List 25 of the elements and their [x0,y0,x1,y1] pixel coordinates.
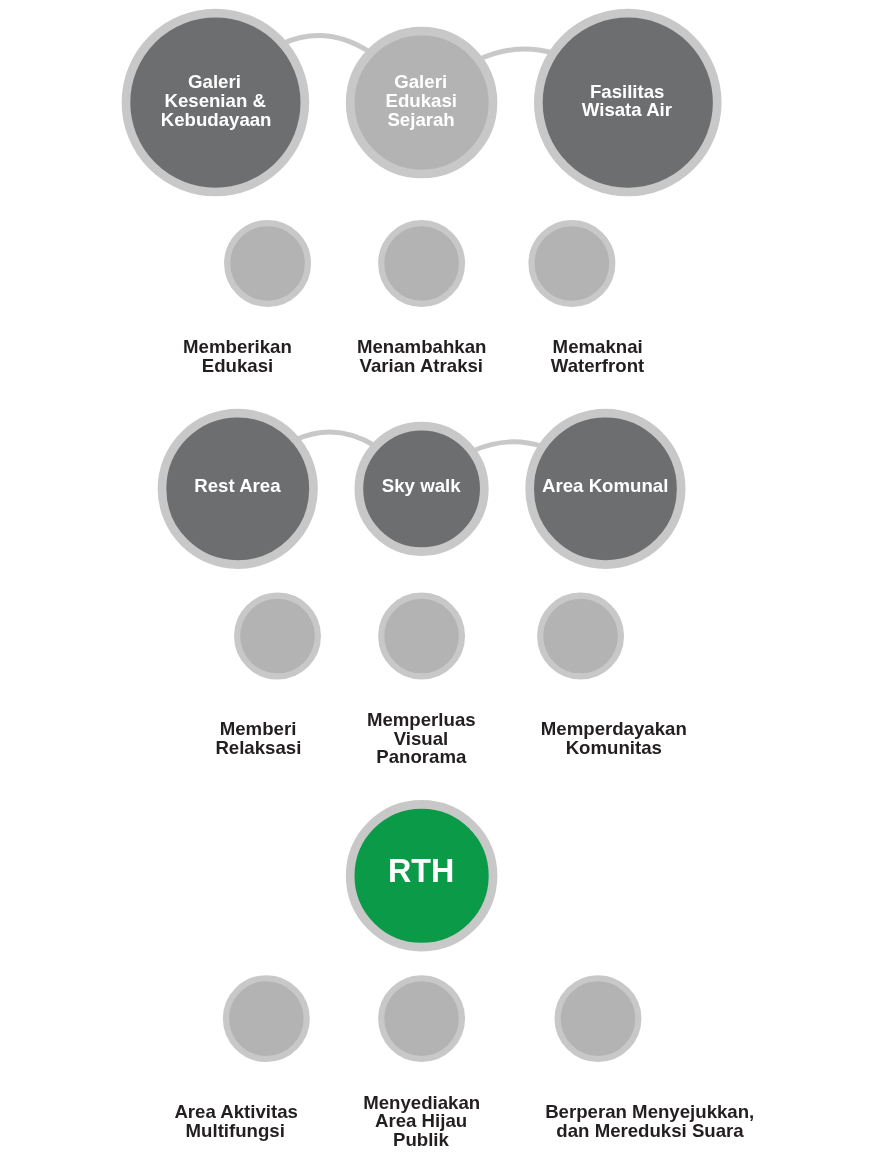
node-label: Memperluas Visual Panorama [366,709,476,768]
node-label: Memberi Relaksasi [214,718,301,759]
node-label: Menyediakan Area Hijau Publik [362,1091,480,1150]
node-circle [377,592,465,680]
node-circle: RTH [345,800,497,952]
node-label: Menambahkan Varian Atraksi [356,336,486,377]
node-circle [233,592,321,680]
node-circle: Sky walk [354,421,489,556]
node-circle: Galeri Kesenian & Kebudayaan [121,8,309,197]
node-circle [377,975,465,1063]
node-circle [377,219,465,307]
node-circle [527,219,615,307]
node-label: Memperdayakan Komunitas [540,718,687,759]
node-label: Memaknai Waterfront [550,336,644,377]
node-circle [223,219,311,307]
node-circle: Area Komunal [524,408,686,569]
node-circle: Rest Area [157,408,318,569]
node-label: Berperan Menyejukkan, dan Mereduksi Suara [544,1100,754,1141]
node-label: Area Aktivitas Multifungsi [173,1100,298,1141]
node-circle [222,975,310,1063]
node-circle: Fasilitas Wisata Air [533,8,722,197]
node-circle: Galeri Edukasi Sejarah [345,26,497,179]
node-circle [536,592,624,680]
node-circle [554,975,641,1063]
node-label: Memberikan Edukasi [182,336,292,377]
